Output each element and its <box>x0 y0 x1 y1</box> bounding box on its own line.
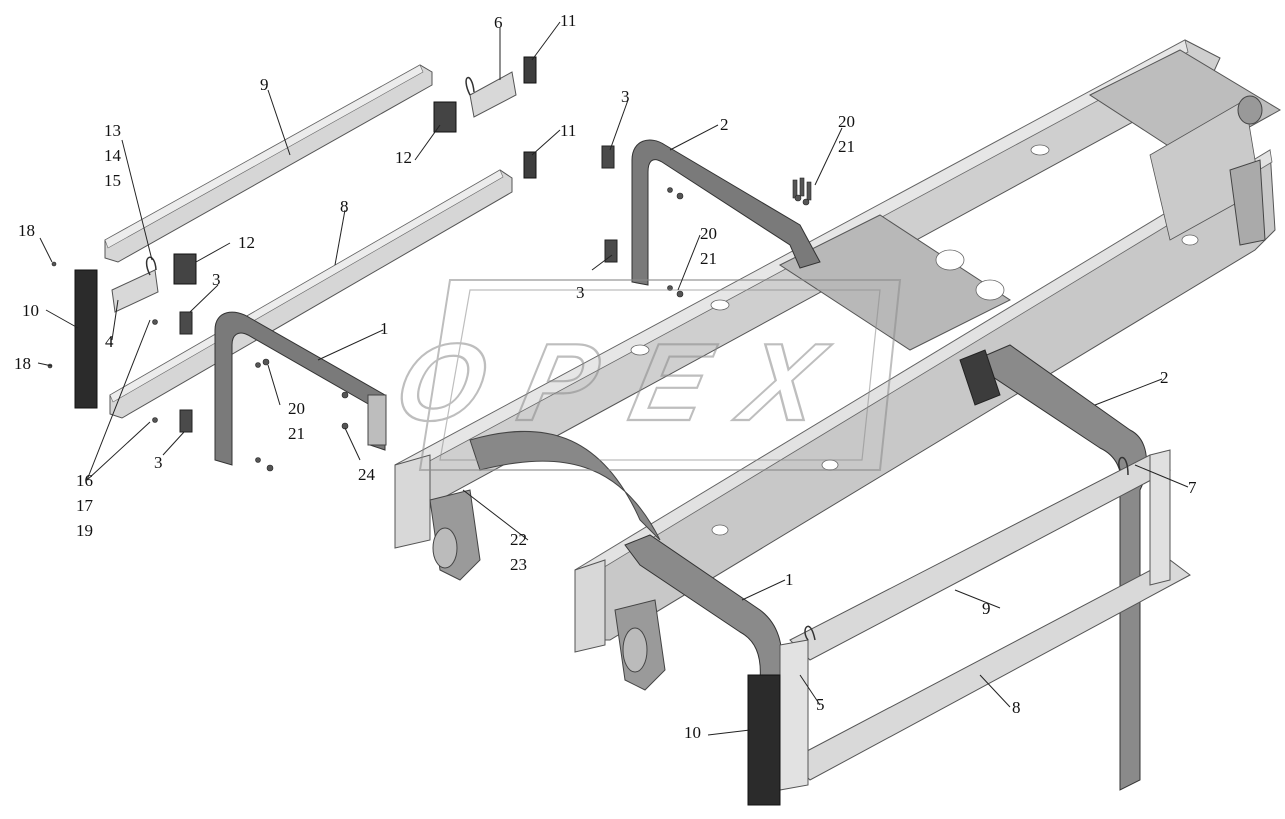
clamp-4 <box>111 269 159 313</box>
callout-21-center: 21 <box>700 249 717 268</box>
callout-20-left: 20 <box>288 399 305 418</box>
bracket-2-exploded <box>631 139 821 286</box>
callout-18-lower: 18 <box>14 354 31 373</box>
mounted-bracket-rear <box>959 344 1148 791</box>
callout-10-left: 10 <box>22 301 39 320</box>
callout-6: 6 <box>494 13 503 32</box>
callout-1-upper: 1 <box>380 319 389 338</box>
callout-3-upper-right: 3 <box>621 87 630 106</box>
callout-1-lower: 1 <box>785 570 794 589</box>
callout-3-left-upper: 3 <box>212 270 221 289</box>
callout-24: 24 <box>358 465 376 484</box>
callout-11-upper: 11 <box>560 11 576 30</box>
block-11a <box>523 56 537 84</box>
mud-flap-installed <box>747 674 781 806</box>
watermark-gear <box>418 279 902 471</box>
callout-15: 15 <box>104 171 121 190</box>
callout-2-upper: 2 <box>720 115 729 134</box>
block-12a <box>433 101 457 133</box>
callout-21-upper: 21 <box>838 137 855 156</box>
callout-9-upper: 9 <box>260 75 269 94</box>
clamp-6 <box>469 71 517 118</box>
callout-18-upper: 18 <box>18 221 35 240</box>
callout-20-center: 20 <box>700 224 717 243</box>
callout-17: 17 <box>76 496 94 515</box>
callout-3-center: 3 <box>576 283 585 302</box>
callout-21-left: 21 <box>288 424 305 443</box>
mudguard-assembly-installed <box>747 449 1191 806</box>
callout-7: 7 <box>1188 478 1197 497</box>
callout-8-upper: 8 <box>340 197 349 216</box>
callout-9-lower: 9 <box>982 599 991 618</box>
callout-22: 22 <box>510 530 527 549</box>
front-cross-bar <box>469 430 661 541</box>
mud-flap-exploded <box>74 269 98 409</box>
block-11b <box>523 151 537 179</box>
callout-10-lower: 10 <box>684 723 701 742</box>
pad-3a <box>179 311 193 335</box>
callout-11-lower: 11 <box>560 121 576 140</box>
callout-12-lower: 12 <box>238 233 255 252</box>
block-12b <box>173 253 197 285</box>
callout-3-left-lower: 3 <box>154 453 163 472</box>
callout-5: 5 <box>816 695 825 714</box>
pad-3d <box>604 239 618 263</box>
callout-13: 13 <box>104 121 121 140</box>
callout-16: 16 <box>76 471 93 490</box>
cross-member-front <box>778 214 1012 351</box>
callout-4: 4 <box>105 332 114 351</box>
callout-23: 23 <box>510 555 527 574</box>
callout-labels: 9 6 11 3 11 12 2 20 21 13 14 15 8 18 12 … <box>14 11 1197 742</box>
exploded-parts <box>47 56 821 472</box>
callout-8-lower: 8 <box>1012 698 1021 717</box>
chassis-frame <box>394 39 1281 691</box>
pad-3b <box>179 409 193 433</box>
callout-2-lower: 2 <box>1160 368 1169 387</box>
callout-19: 19 <box>76 521 93 540</box>
callout-20-upper: 20 <box>838 112 855 131</box>
callout-14: 14 <box>104 146 122 165</box>
pad-3c <box>601 145 615 169</box>
callout-12-upper: 12 <box>395 148 412 167</box>
leader-lines <box>37 21 1189 736</box>
